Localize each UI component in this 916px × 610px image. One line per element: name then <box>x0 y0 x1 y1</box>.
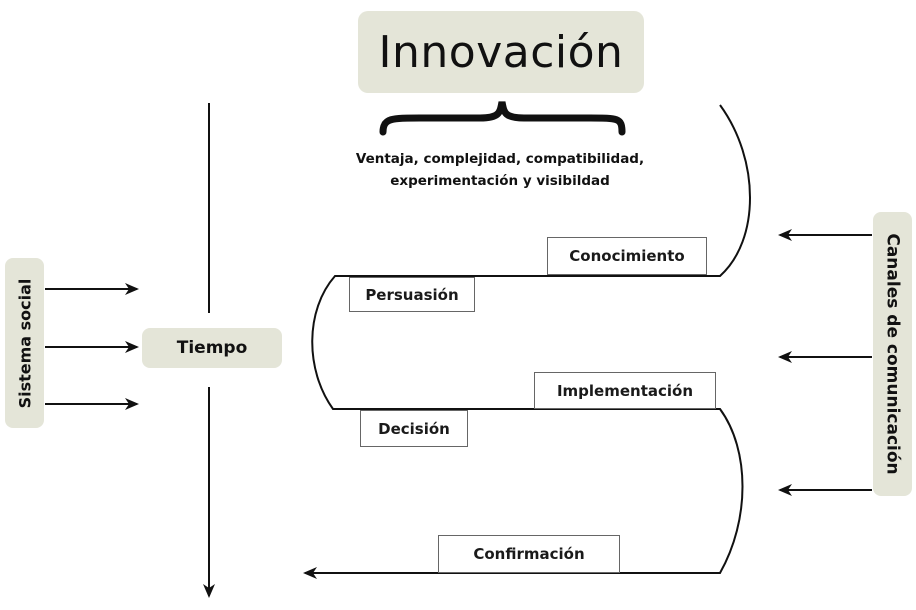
stage-implementacion: Implementación <box>534 372 716 409</box>
brace-icon <box>379 101 626 136</box>
social-system-text: Sistema social <box>15 278 34 408</box>
stage-label: Decisión <box>378 419 450 438</box>
innovation-title: Innovación <box>358 11 644 93</box>
time-label-text: Tiempo <box>176 338 248 358</box>
stage-label: Conocimiento <box>569 247 685 265</box>
process-path <box>303 104 751 579</box>
stage-conocimiento: Conocimiento <box>547 237 707 275</box>
communication-channels-text: Canales de comunicación <box>882 233 903 475</box>
stage-label: Confirmación <box>473 545 585 563</box>
time-label: Tiempo <box>142 328 282 368</box>
communication-channels-label: Canales de comunicación <box>873 212 912 496</box>
stage-label: Persuasión <box>365 285 459 304</box>
stage-confirmacion: Confirmación <box>438 535 620 573</box>
attributes-line-1: Ventaja, complejidad, compatibilidad, <box>355 151 645 167</box>
attributes-line-2: experimentación y visibildad <box>390 173 610 189</box>
innovation-title-text: Innovación <box>378 26 624 78</box>
social-system-label: Sistema social <box>5 258 44 428</box>
innovation-attributes: Ventaja, complejidad, compatibilidad, ex… <box>320 148 680 192</box>
stage-label: Implementación <box>556 381 694 400</box>
stage-persuasion: Persuasión <box>349 277 475 312</box>
stage-decision: Decisión <box>360 410 468 447</box>
